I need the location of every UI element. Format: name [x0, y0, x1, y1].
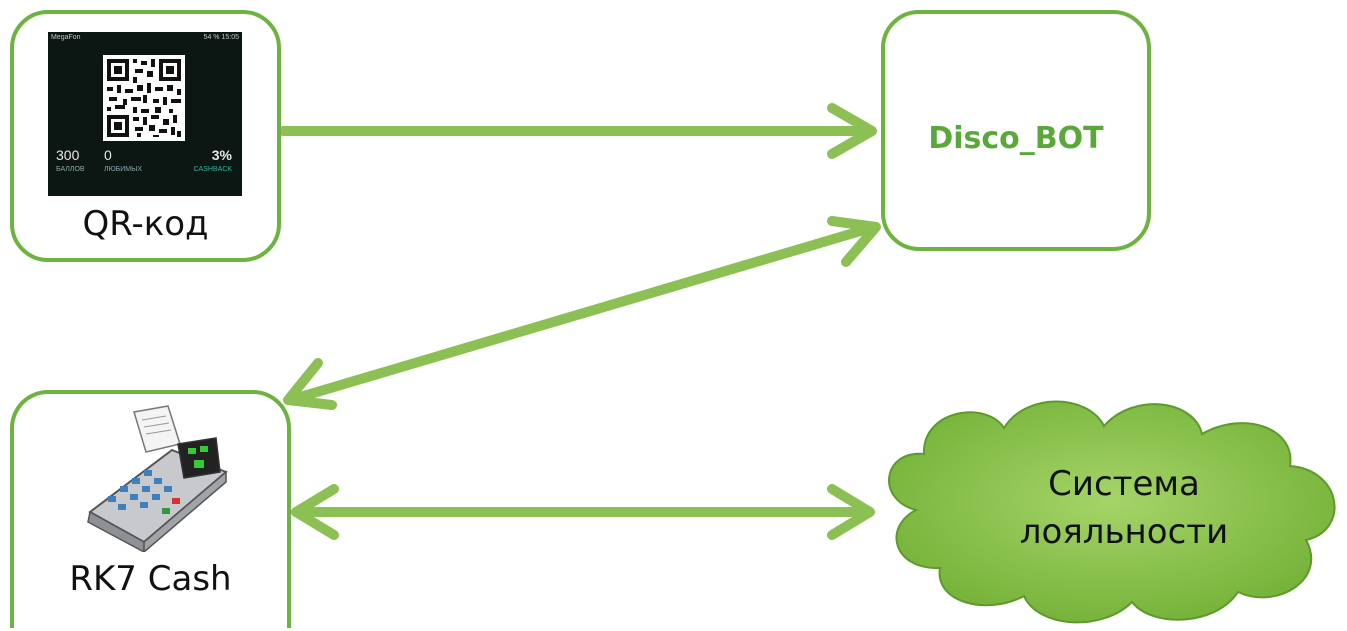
- cashback-value: 3%: [211, 147, 232, 163]
- phone-status-bar: MegaFon 54 % 15:05: [51, 34, 239, 46]
- arrow-cash-bot: [283, 216, 881, 410]
- rk7-cash-node: RK7 Cash: [10, 390, 291, 628]
- arrow-cash-loyalty: [291, 484, 875, 540]
- qr-code-node: MegaFon 54 % 15:05: [10, 10, 281, 262]
- phone-screenshot: MegaFon 54 % 15:05: [48, 32, 242, 196]
- arrow-qr-to-bot: [278, 103, 877, 159]
- loyalty-cloud-shape: [888, 400, 1336, 624]
- status-carrier: MegaFon: [51, 34, 81, 41]
- bot-node-label: Disco_BOT: [928, 121, 1104, 156]
- loyalty-node-label: Система лояльности: [994, 460, 1254, 556]
- disco-bot-node: Disco_BOT: [881, 10, 1151, 251]
- status-time: 54 % 15:05: [203, 34, 239, 41]
- cash-node-label: RK7 Cash: [69, 559, 232, 599]
- cash-register-icon: [87, 405, 228, 552]
- loyalty-label-line1: Система: [1048, 464, 1200, 504]
- qr-node-label: QR-код: [82, 204, 209, 244]
- loyalty-label-line2: лояльности: [1019, 512, 1229, 552]
- qr-code-icon: [103, 55, 185, 141]
- points-value: 300: [56, 147, 80, 163]
- favorites-label: ЛЮБИМЫХ: [104, 166, 142, 173]
- favorites-value: 0: [104, 147, 112, 163]
- cashback-label: CASHBACK: [193, 166, 232, 173]
- points-label: БАЛЛОВ: [56, 166, 85, 173]
